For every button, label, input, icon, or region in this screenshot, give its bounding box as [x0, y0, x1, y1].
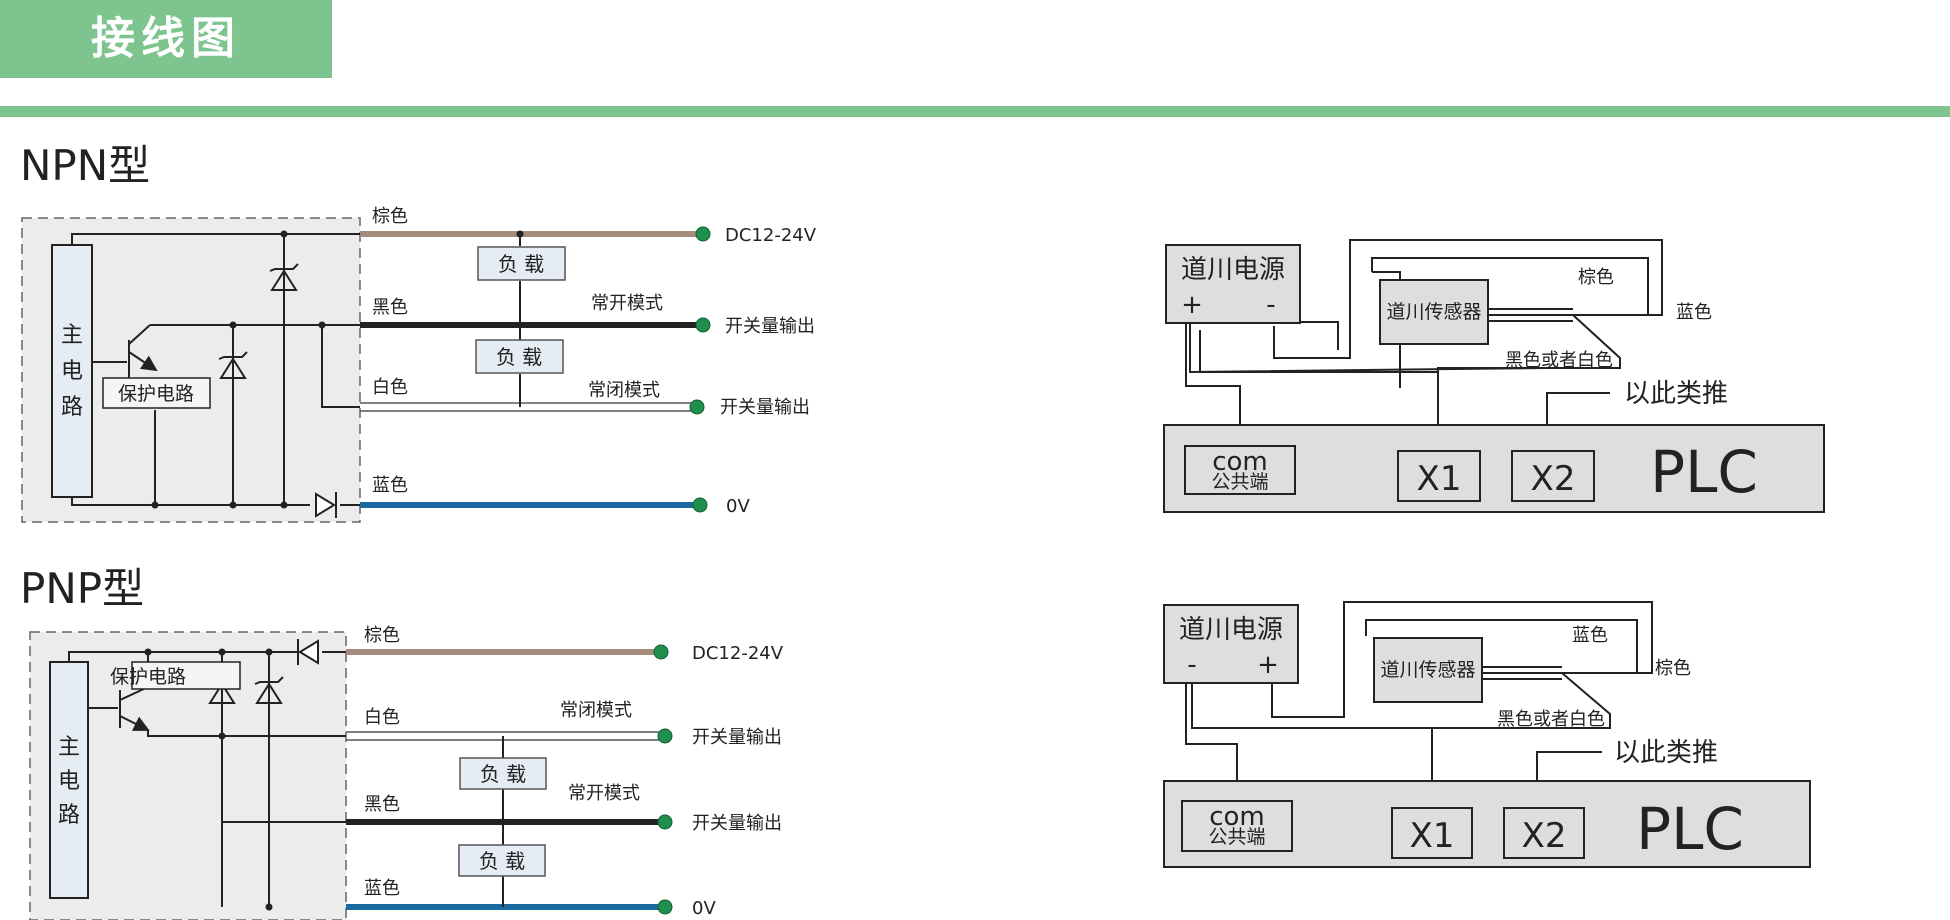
plc-pnp-com-box	[1181, 800, 1293, 852]
plc-npn-x1-box	[1397, 450, 1481, 502]
plc-pnp-brown-label: 棕色	[1655, 658, 1691, 679]
npn-label-brown: 棕色	[372, 206, 408, 227]
pnp-label-black: 黑色	[364, 794, 400, 815]
pnp-main-char-3: 路	[58, 803, 80, 828]
pnp-section: PNP型 主 电 路	[20, 564, 784, 920]
pnp-load-box-1	[459, 757, 547, 790]
npn-title: NPN型	[20, 141, 150, 190]
plc-pnp-sensor-label: 道川传感器	[1380, 659, 1475, 681]
plc-npn-com-label: com	[1212, 447, 1268, 477]
npn-load-junction	[516, 230, 524, 238]
npn-load-label-1: 负 载	[498, 252, 544, 276]
npn-zener-1	[269, 263, 299, 291]
plc-npn-psu-plus: +	[1181, 290, 1203, 320]
pnp-out-switch-2: 开关量输出	[692, 813, 782, 834]
pnp-out-switch-1: 开关量输出	[692, 727, 782, 748]
npn-main-char-2: 电	[61, 359, 83, 384]
pnp-protect-label: 保护电路	[110, 666, 186, 688]
pnp-main-char-1: 主	[58, 735, 80, 760]
pnp-load-label-1: 负 载	[480, 762, 526, 786]
plc-pnp-psu-label: 道川电源	[1179, 615, 1283, 645]
plc-pnp-x1-box	[1391, 807, 1473, 859]
plc-pnp-psu-minus: -	[1187, 650, 1196, 680]
npn-protect-label: 保护电路	[118, 383, 194, 405]
npn-main-char-1: 主	[61, 323, 83, 348]
plc-pnp-psu-plus: +	[1257, 650, 1279, 680]
plc-npn-x2-box	[1511, 450, 1595, 502]
npn-load-label-2: 负 载	[496, 345, 542, 369]
npn-section: NPN型 主 电 路	[20, 141, 817, 523]
pnp-wire-white	[346, 731, 664, 741]
page-title: 接线图	[91, 13, 241, 64]
pnp-out-0v: 0V	[692, 898, 716, 919]
npn-terminals	[689, 226, 711, 513]
npn-out-0v: 0V	[726, 496, 750, 517]
pnp-out-dc: DC12-24V	[692, 643, 784, 664]
npn-label-black: 黑色	[372, 297, 408, 318]
plc-pnp-diagram: 道川电源 - + 道川传感器 蓝色 棕色 黑色或者白色 以此类推 com 公共端…	[1163, 601, 1811, 868]
npn-zener-2	[218, 351, 248, 379]
pnp-label-white: 白色	[364, 707, 400, 728]
plc-npn-etc-label: 以此类推	[1624, 379, 1728, 409]
npn-junctions	[151, 230, 326, 509]
npn-diode	[315, 492, 337, 518]
pnp-junctions	[144, 648, 273, 911]
plc-pnp-blue-label: 蓝色	[1572, 625, 1608, 646]
plc-pnp-x2-box	[1503, 807, 1585, 859]
plc-npn-x1-label: X1	[1417, 459, 1462, 499]
pnp-diode	[297, 639, 319, 665]
npn-out-dc: DC12-24V	[725, 225, 817, 246]
npn-wire-white	[360, 402, 702, 412]
plc-npn-com-sub: 公共端	[1211, 471, 1268, 493]
npn-mode-nc: 常闭模式	[588, 380, 660, 401]
pnp-load-label-2: 负 载	[479, 849, 525, 873]
plc-pnp-com-label: com	[1209, 802, 1265, 832]
header-tab	[0, 0, 332, 78]
plc-npn-diagram: 道川电源 + - 道川传感器 棕色 蓝色 黑色或者白色 以此类推 com 公共端…	[1163, 239, 1825, 513]
npn-label-blue: 蓝色	[372, 475, 408, 496]
plc-npn-out-wire-label: 黑色或者白色	[1505, 350, 1613, 371]
plc-npn-blue-label: 蓝色	[1676, 302, 1712, 323]
plc-npn-plc-label: PLC	[1650, 438, 1758, 506]
plc-pnp-x1-label: X1	[1410, 816, 1455, 856]
plc-npn-x2-label: X2	[1531, 459, 1576, 499]
plc-pnp-plc-label: PLC	[1636, 795, 1744, 863]
plc-pnp-x2-label: X2	[1522, 816, 1567, 856]
plc-pnp-etc-label: 以此类推	[1614, 738, 1718, 768]
npn-out-switch-2: 开关量输出	[720, 397, 810, 418]
plc-pnp-sensor-box	[1373, 637, 1483, 703]
plc-pnp-com-sub: 公共端	[1208, 826, 1265, 848]
npn-out-switch-1: 开关量输出	[725, 316, 815, 337]
pnp-mode-nc: 常闭模式	[560, 700, 632, 721]
npn-load-box-2	[475, 339, 564, 374]
plc-npn-sensor-box	[1379, 279, 1489, 345]
pnp-protect-box	[131, 661, 241, 690]
pnp-mode-no: 常开模式	[568, 783, 640, 804]
pnp-main-char-2: 电	[58, 769, 80, 794]
plc-npn-psu-minus: -	[1266, 290, 1275, 320]
plc-npn-brown-label: 棕色	[1578, 267, 1614, 288]
npn-label-white: 白色	[372, 377, 408, 398]
plc-npn-psu-box	[1165, 244, 1301, 324]
pnp-title: PNP型	[20, 564, 144, 613]
pnp-label-brown: 棕色	[364, 625, 400, 646]
pnp-zener-2	[254, 676, 284, 704]
pnp-label-blue: 蓝色	[364, 878, 400, 899]
header-rule	[0, 106, 1950, 117]
npn-main-char-3: 路	[61, 395, 83, 420]
plc-npn-com-box	[1184, 445, 1296, 495]
pnp-internal-wiring	[68, 651, 346, 907]
plc-pnp-out-wire-label: 黑色或者白色	[1497, 709, 1605, 730]
plc-npn-psu-label: 道川电源	[1181, 255, 1285, 285]
plc-pnp-psu-box	[1163, 604, 1299, 684]
pnp-load-junction	[499, 818, 507, 826]
pnp-terminals	[653, 644, 673, 915]
plc-pnp-wiring	[1185, 601, 1653, 781]
npn-mode-no: 常开模式	[591, 293, 663, 314]
pnp-load-box-2	[458, 844, 546, 877]
npn-load-box-1	[477, 246, 566, 281]
npn-protect-box	[102, 377, 211, 409]
plc-npn-sensor-label: 道川传感器	[1386, 301, 1481, 323]
